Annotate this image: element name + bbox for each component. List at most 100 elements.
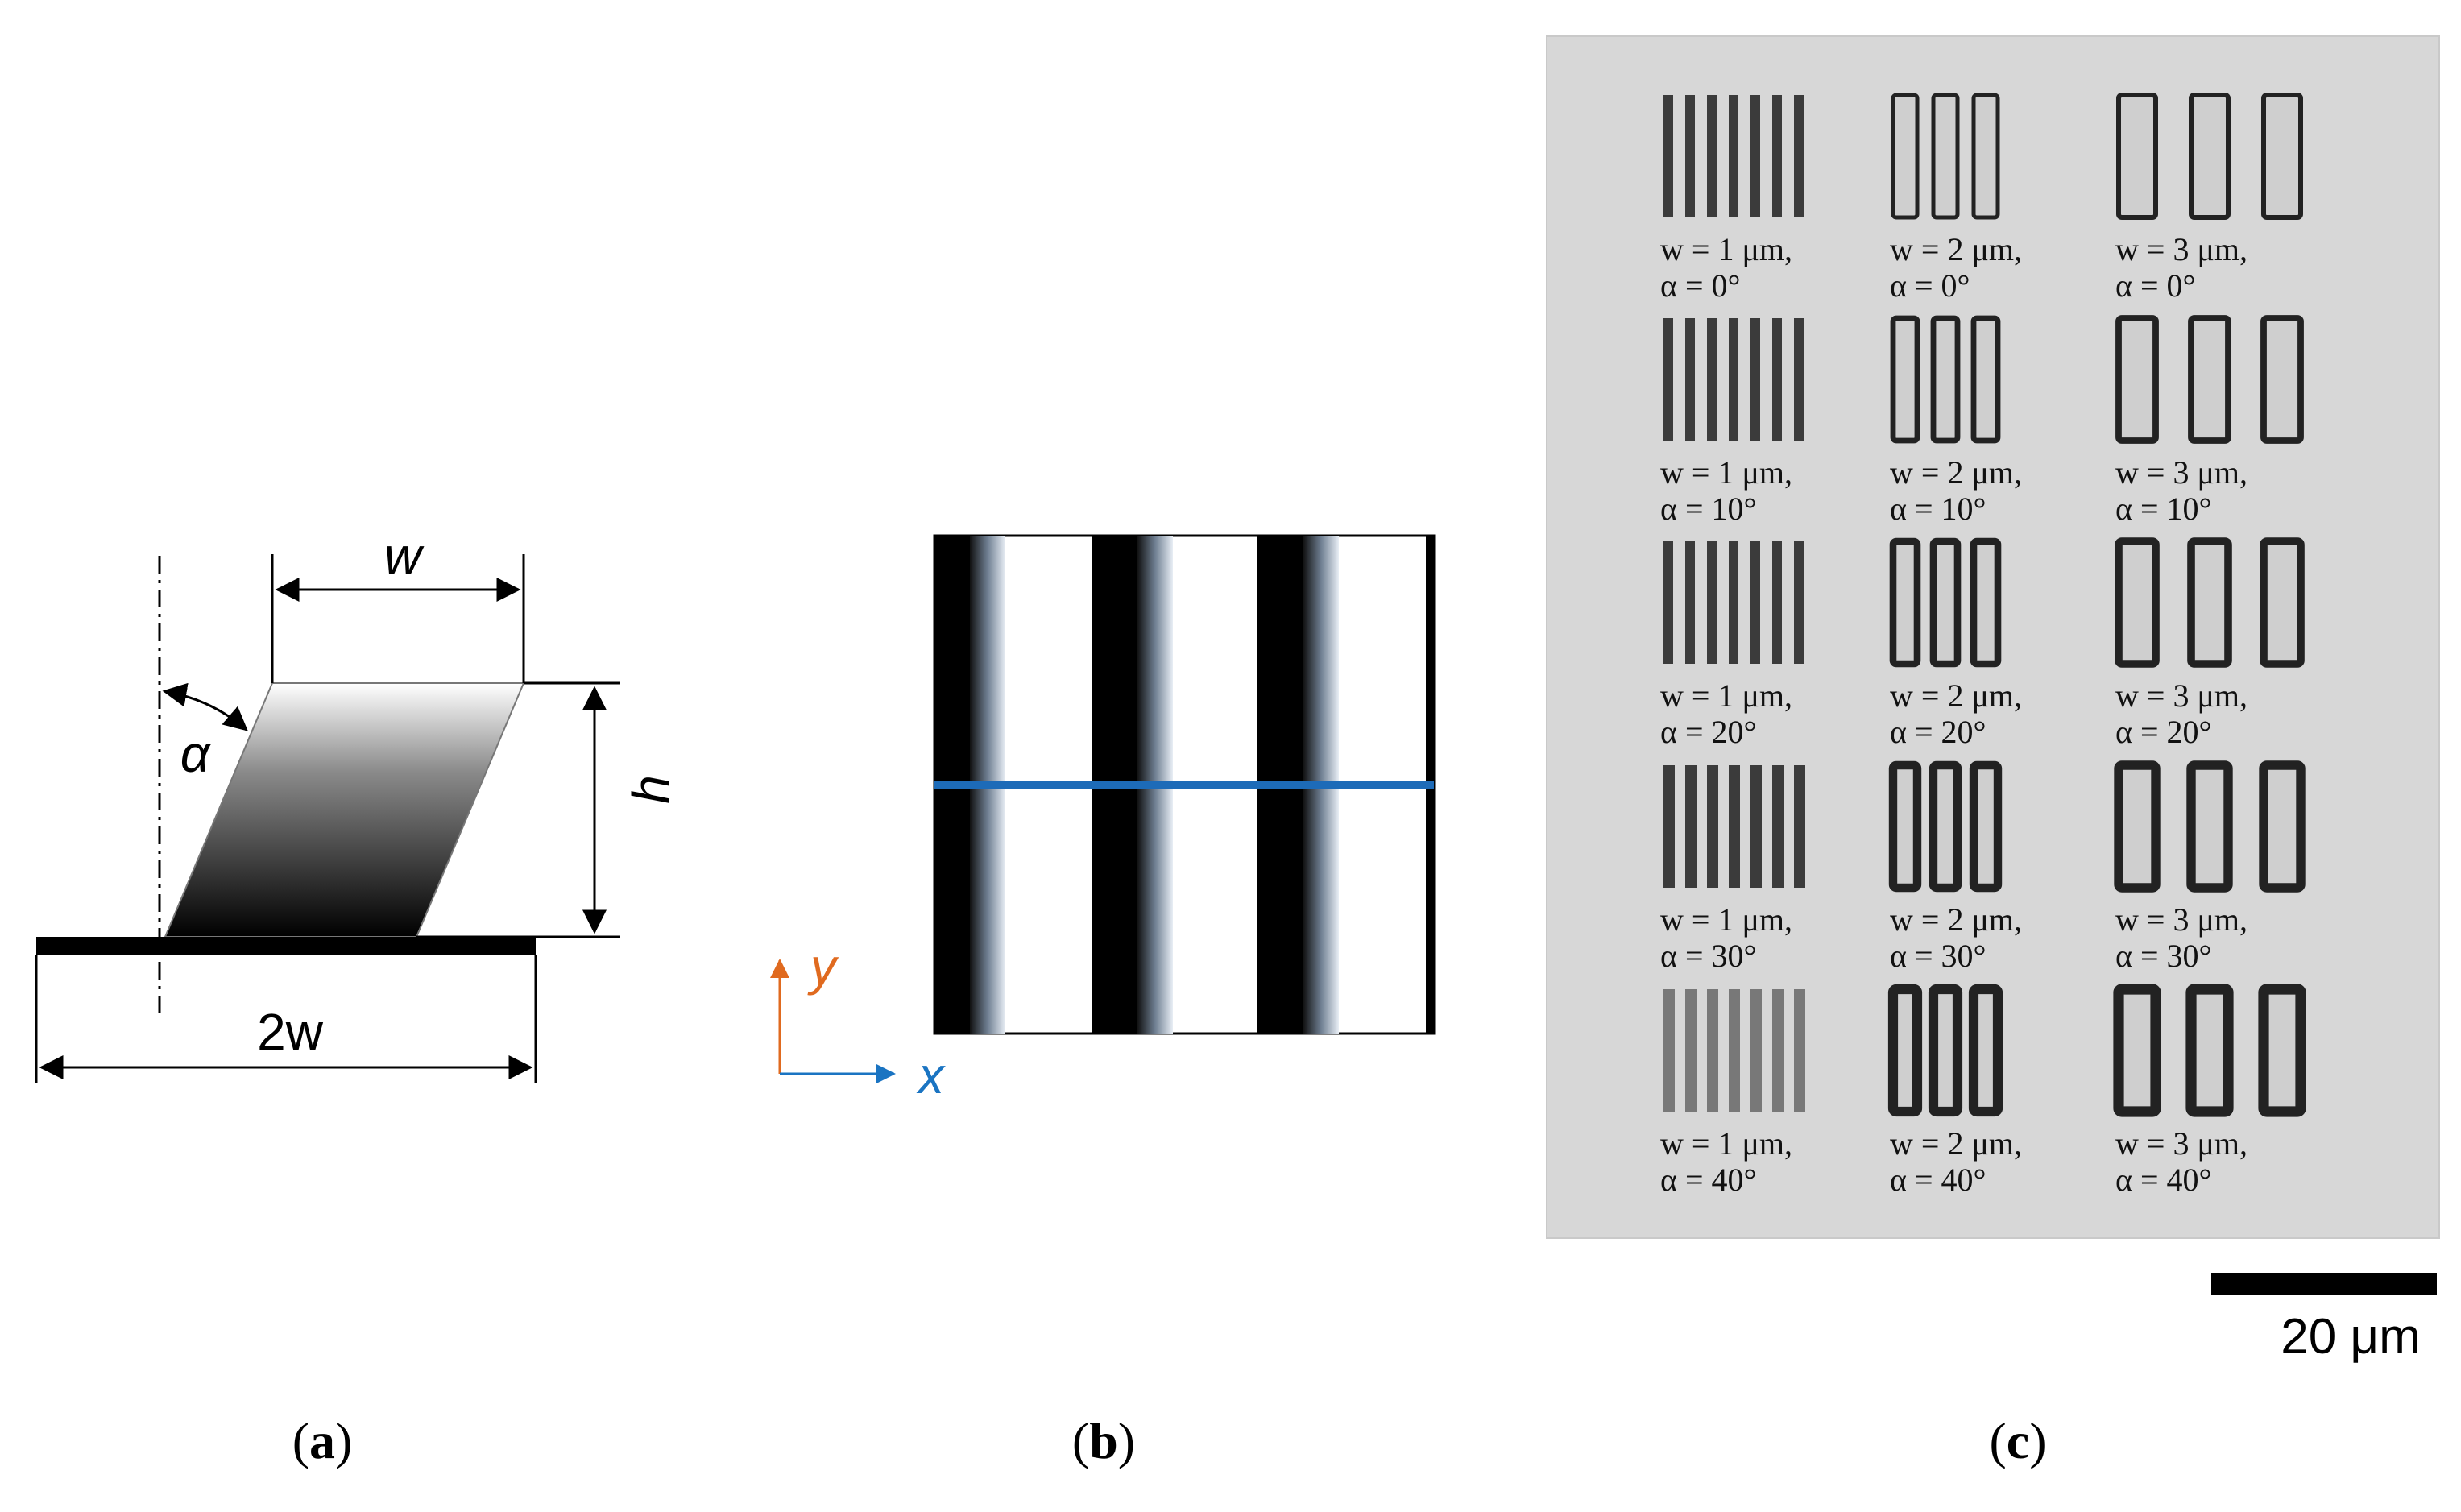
test-pattern [2115,537,2305,668]
pattern-rect [1929,760,1962,893]
pattern-line [1729,318,1738,441]
panel-b: y x (b) [770,534,1436,1469]
pattern-line [1663,541,1673,664]
caption-a: (a) [292,1412,353,1469]
pattern-line [1750,765,1762,888]
pattern-rect [2261,93,2303,220]
pattern-rect [2259,760,2306,893]
pattern-width-label: w = 3 μm, [2115,901,2248,938]
pattern-width-label: w = 1 μm, [1660,454,1792,491]
pattern-line [1707,989,1718,1112]
pattern-angle-label: α = 20° [1890,714,1987,750]
pattern-angle-label: α = 40° [1890,1162,1987,1198]
pattern-angle-label: α = 0° [1660,267,1741,304]
pattern-line [1794,989,1805,1112]
test-pattern [1663,318,1804,441]
pattern-line [1794,95,1804,217]
pattern-line [1794,318,1804,441]
pattern-angle-label: α = 20° [2115,714,2212,750]
tilted-feature [164,682,525,938]
pattern-width-label: w = 2 μm, [1890,677,2022,714]
pattern-line [1750,989,1762,1112]
pattern-line [1685,541,1695,664]
pattern-line [1685,765,1697,888]
panel-c: w = 1 μm,α = 0°w = 2 μm,α = 0°w = 3 μm,α… [1546,35,2440,1469]
pattern-line [1707,765,1718,888]
pattern-width-label: w = 2 μm, [1890,231,2022,267]
pattern-angle-label: α = 10° [2115,491,2212,527]
test-pattern [2113,984,2306,1117]
pattern-width-label: w = 1 μm, [1660,677,1792,714]
pattern-layer [1663,93,2306,1117]
pattern-angle-label: α = 0° [2115,267,2196,304]
pattern-line [1663,989,1675,1112]
pattern-line [1729,989,1740,1112]
pattern-line [1729,541,1738,664]
pattern-rect [2187,537,2232,668]
pattern-angle-label: α = 0° [1890,267,1970,304]
caption-b: (b) [1072,1412,1135,1469]
pattern-width-label: w = 1 μm, [1660,231,1792,267]
pattern-angle-label: α = 40° [2115,1162,2212,1198]
pattern-rect [1888,760,1922,893]
pattern-line [1685,989,1697,1112]
pattern-angle-label: α = 30° [1890,938,1987,974]
pattern-line [1750,95,1760,217]
pattern-rect [2113,984,2161,1117]
pattern-line [1663,318,1673,441]
pattern-rect [2114,760,2161,893]
substrate-base [36,937,536,955]
scale-bar [2211,1273,2437,1295]
pattern-rect [2116,93,2158,220]
pattern-line [1685,318,1695,441]
pattern-rect [1887,984,1923,1117]
test-pattern [2116,93,2303,220]
test-pattern [1663,541,1804,664]
pattern-rect [1971,93,2000,220]
x-axis-label: x [916,1046,946,1104]
test-pattern [1890,315,2001,444]
pattern-width-label: w = 2 μm, [1890,901,2022,938]
h-label: h [622,775,680,804]
pattern-rect [1931,93,1960,220]
pattern-rect [2260,315,2304,444]
test-pattern [1663,765,1805,888]
pattern-width-label: w = 3 μm, [2115,1125,2248,1162]
pattern-rect [2185,984,2234,1117]
pattern-line [1772,95,1782,217]
alpha-label: α [180,725,211,783]
pattern-width-label: w = 2 μm, [1890,454,2022,491]
test-pattern [1887,984,2003,1117]
pattern-line [1663,95,1673,217]
pattern-rect [2260,537,2305,668]
test-pattern [1663,95,1804,217]
pattern-rect [1891,93,1920,220]
pattern-angle-label: α = 40° [1660,1162,1757,1198]
pattern-line [1772,765,1784,888]
pattern-line [1707,318,1717,441]
pattern-rect [1969,760,2003,893]
pattern-line [1772,989,1784,1112]
pattern-line [1772,541,1782,664]
pattern-angle-label: α = 30° [2115,938,2212,974]
pattern-width-label: w = 1 μm, [1660,901,1792,938]
pattern-rect [1930,315,1961,444]
test-pattern [1663,989,1805,1112]
pattern-rect [2115,537,2160,668]
pattern-rect [1928,984,1963,1117]
pattern-width-label: w = 3 μm, [2115,454,2248,491]
base-2w-label: 2w [257,1003,324,1061]
pattern-line [1772,318,1782,441]
test-pattern [1889,537,2002,668]
pattern-line [1794,765,1805,888]
caption-c: (c) [1989,1412,2046,1469]
pattern-line [1750,318,1760,441]
pattern-rect [2115,315,2159,444]
pattern-rect [1970,537,2002,668]
y-axis-label: y [807,938,839,996]
pattern-angle-label: α = 20° [1660,714,1757,750]
pattern-line [1750,541,1760,664]
test-pattern [2115,315,2304,444]
pattern-line [1729,95,1738,217]
pattern-width-label: w = 3 μm, [2115,677,2248,714]
